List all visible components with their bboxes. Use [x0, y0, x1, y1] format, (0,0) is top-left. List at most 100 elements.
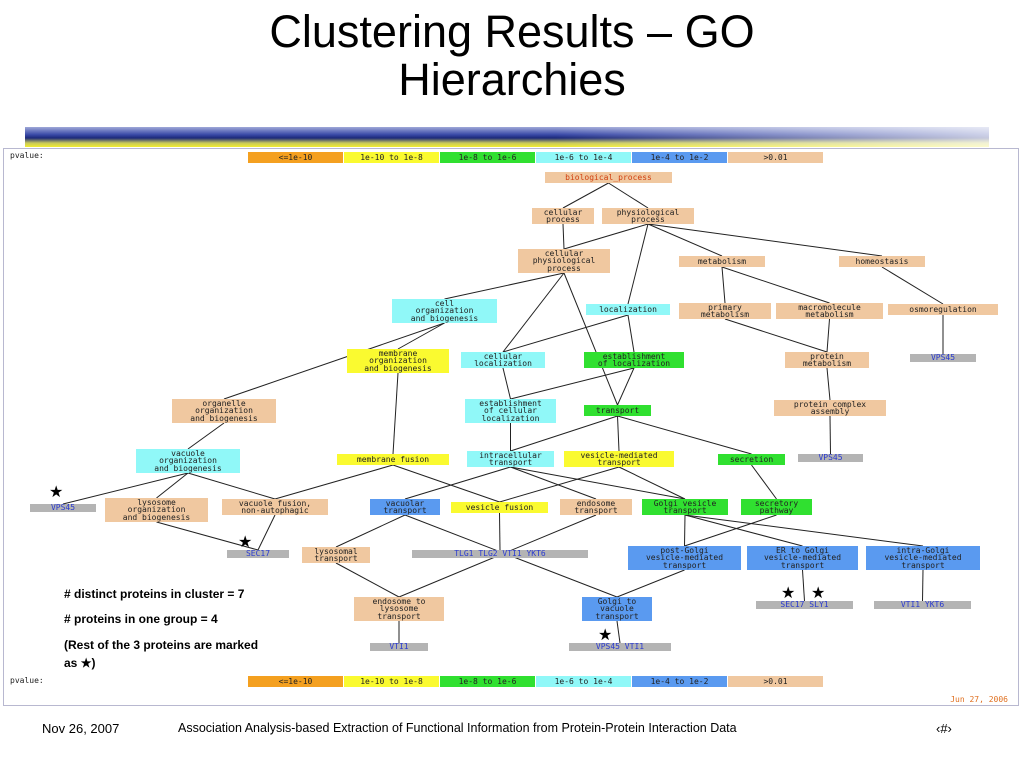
- edge-vacuole-fusion-to-sec17-left: [257, 514, 276, 551]
- go-node-cellular-process: cellular process: [532, 208, 594, 224]
- edge-membrane-fusion-to-vesicle-fusion: [392, 464, 500, 503]
- go-node-vesicle-mediated: vesicle-mediated transport: [564, 451, 674, 467]
- go-node-physiological-process: physiological process: [602, 208, 694, 224]
- edge-physiological-process-to-cellular-physiological-process: [563, 223, 649, 250]
- note-distinct-proteins: # distinct proteins in cluster = 7: [64, 587, 245, 601]
- star-icon: ★: [80, 656, 92, 670]
- go-node-lysosomal-transport: lysosomal transport: [302, 547, 370, 563]
- go-node-golgi-vesicle: Golgi vesicle transport: [642, 499, 728, 515]
- edge-primary-metabolism-to-protein-metabolism: [724, 318, 828, 353]
- edge-vesicle-fusion-to-tlg-group: [499, 512, 501, 551]
- legend-cell: 1e-4 to 1e-2: [632, 152, 727, 163]
- legend-cell: <=1e-10: [248, 152, 343, 163]
- legend-label-bottom: pvalue:: [10, 676, 44, 685]
- go-node-sec17-left: SEC17: [227, 550, 289, 558]
- edge-cell-org-to-organelle-org: [223, 322, 445, 400]
- edge-establishment-localization-to-transport: [617, 367, 635, 406]
- edge-transport-to-secretion: [617, 415, 752, 455]
- edge-golgi-vacuole-to-vps45-vti1: [616, 620, 621, 644]
- slide-title: Clustering Results – GO Hierarchies: [0, 8, 1024, 104]
- edge-transport-to-intracellular-transport: [510, 415, 618, 452]
- star-icon: ★: [238, 532, 253, 551]
- go-node-secretory-pathway: secretory pathway: [741, 499, 812, 515]
- edge-post-golgi-to-golgi-vacuole: [616, 569, 685, 598]
- legend-cell: >0.01: [728, 676, 823, 687]
- go-node-homeostasis: homeostasis: [839, 256, 925, 267]
- go-node-membrane-org: membrane organization and biogenesis: [347, 349, 449, 373]
- edge-physiological-process-to-metabolism: [647, 223, 723, 257]
- go-node-protein-metabolism: protein metabolism: [785, 352, 869, 368]
- go-node-cell-org: cell organization and biogenesis: [392, 299, 497, 323]
- edge-protein-metabolism-to-protein-complex: [826, 367, 831, 401]
- edge-vesicle-mediated-to-vesicle-fusion: [499, 466, 620, 503]
- edge-secretion-to-secretory-pathway: [751, 464, 777, 500]
- go-node-intra-golgi: intra-Golgi vesicle-mediated transport: [866, 546, 980, 570]
- go-node-transport: transport: [584, 405, 651, 416]
- legend-cell: 1e-4 to 1e-2: [632, 676, 727, 687]
- edge-intracellular-transport-to-endosome-transport: [510, 466, 597, 500]
- go-node-macromolecule-metabolism: macromolecule metabolism: [776, 303, 883, 319]
- edge-metabolism-to-macromolecule-metabolism: [721, 266, 830, 304]
- go-node-vacuole-org: vacuole organization and biogenesis: [136, 449, 240, 473]
- go-node-er-to-golgi: ER to Golgi vesicle-mediated transport: [747, 546, 858, 570]
- go-node-vps45-left: VPS45: [30, 504, 96, 512]
- edge-intracellular-transport-to-golgi-vesicle: [510, 466, 686, 500]
- edge-cellular-physiological-process-to-transport: [563, 272, 618, 406]
- note-as-text: as: [64, 656, 78, 670]
- legend-cell: 1e-8 to 1e-6: [440, 676, 535, 687]
- edge-intra-golgi-to-vti1-ykt6: [922, 569, 924, 602]
- star-icon: ★: [781, 583, 796, 602]
- go-node-lysosome-org: lysosome organization and biogenesis: [105, 498, 208, 522]
- go-node-sec17-sly1: SEC17 SLY1: [756, 601, 853, 609]
- go-node-endosome-lysosome: endosome to lysosome transport: [354, 597, 444, 621]
- edge-golgi-vesicle-to-intra-golgi: [684, 514, 924, 547]
- go-node-primary-metabolism: primary metabolism: [679, 303, 771, 319]
- legend-cell: 1e-6 to 1e-4: [536, 152, 631, 163]
- go-node-tlg-group: TLG1 TLG2 VTI1 YKT6: [412, 550, 588, 558]
- note-proteins-in-group: # proteins in one group = 4: [64, 612, 218, 626]
- footer-caption: Association Analysis-based Extraction of…: [178, 721, 737, 735]
- edge-physiological-process-to-homeostasis: [647, 223, 883, 257]
- star-icon: ★: [598, 625, 613, 644]
- diagram-date: Jun 27, 2006: [950, 695, 1008, 704]
- slide-title-line1: Clustering Results – GO: [269, 6, 755, 57]
- slide-title-line2: Hierarchies: [398, 54, 626, 105]
- edge-secretory-pathway-to-post-golgi: [684, 514, 777, 547]
- note-close-paren: ): [91, 656, 96, 670]
- edge-localization-to-cellular-localization: [502, 314, 629, 353]
- edge-cellular-physiological-process-to-cellular-localization: [502, 272, 565, 353]
- go-node-vesicle-fusion: vesicle fusion: [451, 502, 548, 513]
- edge-cellular-process-to-cellular-physiological-process: [562, 223, 565, 250]
- star-icon: ★: [811, 583, 826, 602]
- edge-lysosomal-transport-to-endosome-lysosome: [335, 562, 400, 598]
- go-node-post-golgi: post-Golgi vesicle-mediated transport: [628, 546, 741, 570]
- edge-membrane-fusion-to-vacuole-fusion: [274, 464, 394, 500]
- go-node-vacuole-fusion: vacuole fusion, non-autophagic: [222, 499, 328, 515]
- go-node-golgi-vacuole: Golgi to vacuole transport: [582, 597, 652, 621]
- go-node-establishment-localization: establishment of localization: [584, 352, 684, 368]
- edge-biological-process-to-cellular-process: [562, 182, 609, 209]
- go-node-osmoregulation: osmoregulation: [888, 304, 998, 315]
- go-node-vps45-vti1: VPS45 VTI1: [569, 643, 671, 651]
- go-node-cellular-localization: cellular localization: [461, 352, 545, 368]
- go-node-vacuolar-transport: vacuolar transport: [370, 499, 440, 515]
- edge-metabolism-to-primary-metabolism: [721, 266, 726, 304]
- edge-cellular-localization-to-establishment-cellular: [502, 367, 511, 400]
- legend-cell: <=1e-10: [248, 676, 343, 687]
- edge-layer: [62, 182, 944, 644]
- edge-vacuole-org-to-vps45-left: [62, 472, 189, 505]
- go-node-localization: localization: [586, 304, 670, 315]
- go-node-vps45-pc: VPS45: [798, 454, 863, 462]
- note-rest-marked: (Rest of the 3 proteins are marked: [64, 638, 259, 652]
- footer-page-number: ‹#›: [936, 721, 952, 736]
- go-node-secretion: secretion: [718, 454, 785, 465]
- legend-cell: >0.01: [728, 152, 823, 163]
- edge-er-to-golgi-to-sec17-sly1: [802, 569, 805, 602]
- edge-cellular-physiological-process-to-cell-org: [444, 272, 565, 300]
- edge-vacuole-org-to-vacuole-fusion: [187, 472, 276, 500]
- go-node-vti1: VTI1: [370, 643, 428, 651]
- legend-cell: 1e-10 to 1e-8: [344, 676, 439, 687]
- legend-cell: 1e-10 to 1e-8: [344, 152, 439, 163]
- edge-vesicle-mediated-to-golgi-vesicle: [618, 466, 686, 500]
